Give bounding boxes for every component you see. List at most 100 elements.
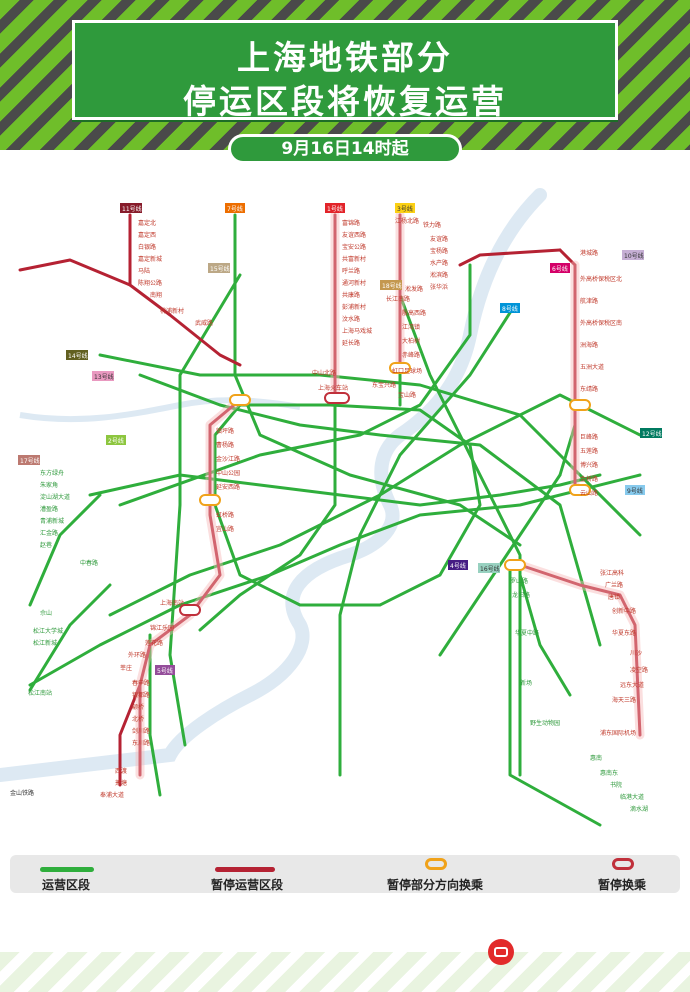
green-line-8 xyxy=(338,303,517,777)
station-label: 嘉定西 xyxy=(138,231,156,239)
station-label: 曹杨路 xyxy=(216,441,234,449)
station-label: 惠南东 xyxy=(600,769,618,777)
station-label: 外高桥保税区北 xyxy=(580,275,622,283)
station-label: 东川路 xyxy=(132,739,150,747)
green-line-15 xyxy=(168,273,242,747)
green-line-12 xyxy=(108,393,642,617)
suspended-line-11-north xyxy=(128,213,242,367)
station-label: 江杨北路 xyxy=(395,217,419,225)
hazard-stripe-footer xyxy=(0,952,690,992)
line-badge-2: 2号线 xyxy=(106,435,126,445)
red-line-icon xyxy=(215,867,275,872)
station-label: 萧塘 xyxy=(115,779,127,787)
station-label: 朱家角 xyxy=(40,481,58,489)
svg-text:7号线: 7号线 xyxy=(227,205,243,213)
station-label: 马陆 xyxy=(138,267,150,275)
station-label: 富锦路 xyxy=(342,219,360,227)
legend-label: 暂停部分方向换乘 xyxy=(387,878,484,892)
station-label: 白银路 xyxy=(138,243,156,251)
line-badge-15: 15号线 xyxy=(208,263,230,273)
station-label: 武威路 xyxy=(195,319,213,327)
green-line-9 xyxy=(28,473,642,687)
station-label: 云山路 xyxy=(580,489,598,497)
station-label: 中山北路 xyxy=(312,369,336,377)
svg-text:18号线: 18号线 xyxy=(382,282,402,290)
station-label: 金山铁路 xyxy=(10,789,34,797)
green-line-18 xyxy=(398,293,522,777)
title-line-2: 停运区段将恢复运营 xyxy=(183,82,507,121)
station-label: 剑川路 xyxy=(132,727,150,735)
station-label: 五洲大道 xyxy=(580,363,604,371)
station-label: 上海马戏城 xyxy=(342,327,372,335)
line-badge-18: 18号线 xyxy=(380,280,402,290)
orange-ring-icon xyxy=(425,858,447,870)
station-label: 江湾镇 xyxy=(402,323,420,331)
shanghai-metro-logo-icon xyxy=(488,939,514,965)
legend-label: 运营区段 xyxy=(42,878,91,892)
svg-text:12号线: 12号线 xyxy=(642,430,662,438)
title-line-1: 上海地铁部分 xyxy=(237,38,453,77)
station-label: 松江大学城 xyxy=(33,627,63,635)
station-label: 南翔 xyxy=(150,291,162,299)
svg-text:17号线: 17号线 xyxy=(20,457,40,465)
station-label: 金桥路 xyxy=(580,475,598,483)
station-label: 书院 xyxy=(610,781,622,789)
line-badge-17: 17号线 xyxy=(18,455,40,465)
line-badge-13: 13号线 xyxy=(92,371,114,381)
station-label: 延长路 xyxy=(342,339,360,347)
suspended-line-10-ne xyxy=(458,248,562,267)
svg-text:8号线: 8号线 xyxy=(502,305,518,313)
date-badge: 9月16日14时起 xyxy=(228,134,462,164)
station-label: 宝山路 xyxy=(398,391,416,399)
station-label: 航津路 xyxy=(580,297,598,305)
station-label: 赵巷 xyxy=(40,541,52,549)
station-label: 华夏中路 xyxy=(515,629,539,637)
station-label: 宝杨路 xyxy=(430,247,448,255)
station-label: 淞滨路 xyxy=(430,271,448,279)
legend-item-partial-transfer: 暂停部分方向换乘 xyxy=(385,855,535,893)
suspended-lines xyxy=(18,213,642,787)
station-label: 锦江乐园 xyxy=(150,624,174,632)
suspended-transfer-ring xyxy=(324,392,350,404)
suzhou-creek xyxy=(19,397,301,423)
station-label: 海天三路 xyxy=(612,696,636,704)
station-label: 金沙江路 xyxy=(216,455,240,463)
line-badge-14: 14号线 xyxy=(66,350,88,360)
green-line-11-east xyxy=(518,573,572,697)
station-label: 水产路 xyxy=(430,259,448,267)
suspended-line-11-branch xyxy=(18,258,132,287)
green-line-13 xyxy=(138,373,602,647)
suspended-line-5 xyxy=(118,683,142,787)
station-label: 巨峰路 xyxy=(580,433,598,441)
legend-item-operating: 运营区段 xyxy=(20,855,170,893)
station-label: 友谊路 xyxy=(430,235,448,243)
station-label: 共富新村 xyxy=(342,255,366,263)
station-label: 友谊西路 xyxy=(342,231,366,239)
station-label: 春申路 xyxy=(132,679,150,687)
green-line-10 xyxy=(118,263,472,507)
station-label: 张江高科 xyxy=(600,569,624,577)
station-label: 彭浦新村 xyxy=(342,303,366,311)
green-line-7 xyxy=(233,213,522,547)
green-line-icon xyxy=(40,867,94,872)
station-label: 松江南站 xyxy=(28,689,52,697)
station-label: 虹桥路 xyxy=(216,511,234,519)
metro-map: 11号线 1号线 3号线 7号线 6号线 10号线 8号线 14号线 13号线 … xyxy=(0,175,690,835)
station-label: 华夏东路 xyxy=(612,629,636,637)
station-label: 东宝兴路 xyxy=(372,381,396,389)
station-label: 港城路 xyxy=(580,249,598,257)
svg-text:10号线: 10号线 xyxy=(624,252,644,260)
svg-text:1号线: 1号线 xyxy=(327,205,343,213)
station-label: 通河新村 xyxy=(342,279,366,287)
station-label: 东方绿舟 xyxy=(40,469,64,477)
station-label: 呼兰路 xyxy=(342,267,360,275)
station-label: 北桥 xyxy=(132,715,144,723)
station-label: 西渡 xyxy=(115,767,127,775)
svg-text:14号线: 14号线 xyxy=(68,352,88,360)
station-label: 莲花路 xyxy=(145,639,163,647)
title-banner: 上海地铁部分 停运区段将恢复运营 xyxy=(72,20,618,121)
station-label: 银都路 xyxy=(132,691,150,699)
partial-transfer-ring xyxy=(504,559,526,571)
station-label: 上海南站 xyxy=(160,599,184,607)
station-label: 浦东国际机场 xyxy=(600,729,636,737)
